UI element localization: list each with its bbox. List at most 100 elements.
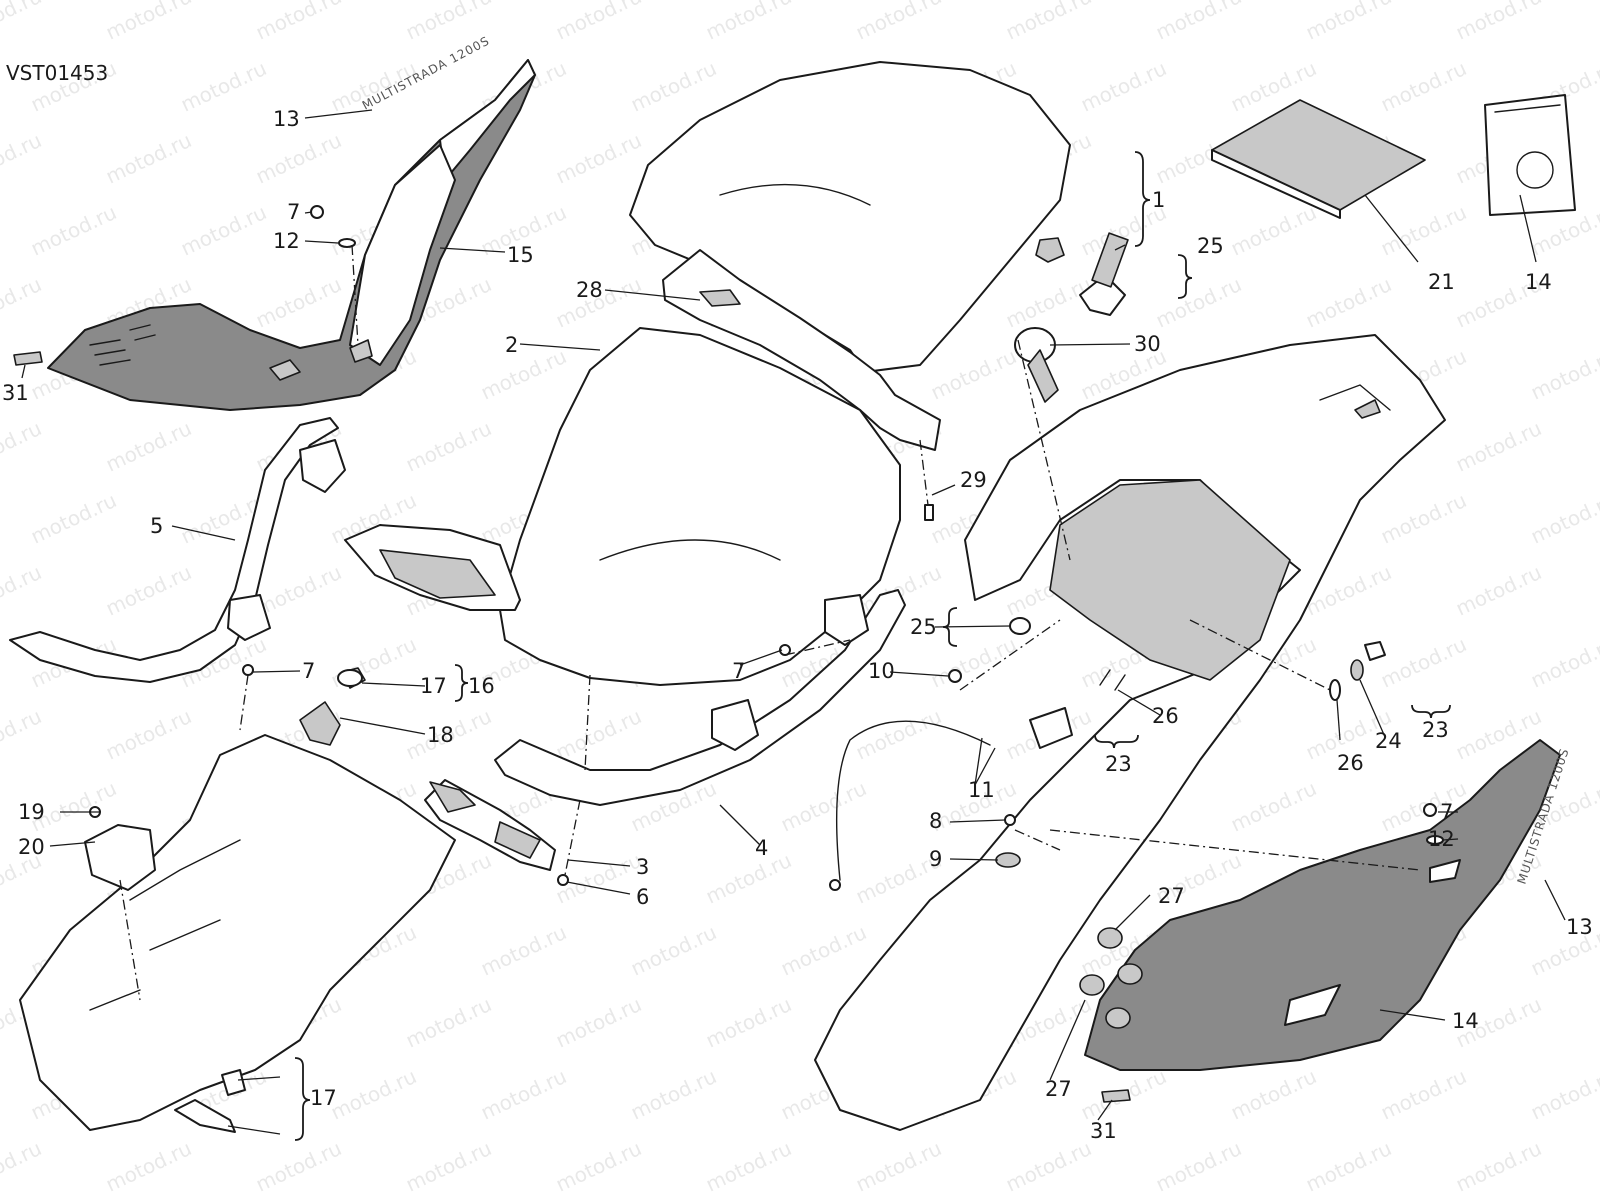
- callout-c7d: 7: [1440, 800, 1453, 824]
- callout-c8: 8: [929, 809, 942, 833]
- watermark-text: motod.ru: [102, 128, 195, 189]
- watermark-text: motod.ru: [552, 992, 645, 1053]
- watermark-text: motod.ru: [0, 416, 45, 477]
- fastener-23: [1364, 641, 1386, 661]
- watermark-text: motod.ru: [1227, 1064, 1320, 1125]
- part-31-plate-left: [13, 351, 43, 366]
- watermark-text: motod.ru: [477, 920, 570, 981]
- part-16-document-bag: [1484, 94, 1576, 216]
- callout-c18: 17: [420, 674, 447, 698]
- tail-body-frame: [814, 334, 1446, 1131]
- fasteners: [242, 205, 1444, 886]
- callout-c11: 11: [968, 778, 995, 802]
- watermark-text: motod.ru: [1077, 56, 1170, 117]
- callout-c26b: 26: [1337, 751, 1364, 775]
- callout-c28: 28: [576, 278, 603, 302]
- watermark-text: motod.ru: [1152, 1136, 1245, 1197]
- watermark-text: motod.ru: [27, 200, 120, 261]
- fastener-24: [1350, 659, 1364, 681]
- callout-c25b: 25: [910, 615, 937, 639]
- assembly-lines: [119, 244, 1421, 1001]
- fastener-18: [337, 669, 363, 687]
- watermark-text: motod.ru: [852, 704, 945, 765]
- fastener-7-b: [242, 664, 254, 676]
- watermark-text: motod.ru: [1002, 0, 1095, 45]
- watermark-text: motod.ru: [702, 848, 795, 909]
- watermark-text: motod.ru: [1002, 1136, 1095, 1197]
- watermark-text: motod.ru: [627, 56, 720, 117]
- leader-lines: [21, 109, 1566, 1135]
- watermark-text: motod.ru: [327, 1064, 420, 1125]
- fastener-26-right: [1329, 679, 1341, 701]
- part-28-seat-base: [662, 249, 941, 451]
- watermark-text: motod.ru: [102, 560, 195, 621]
- watermark-text: motod.ru: [1227, 776, 1320, 837]
- watermark-text: motod.ru: [702, 1136, 795, 1197]
- seat-front-piece: [344, 524, 521, 611]
- watermark-text: motod.ru: [252, 1136, 345, 1197]
- watermark-text: motod.ru: [1452, 560, 1545, 621]
- watermark-text: motod.ru: [1377, 1064, 1470, 1125]
- watermark-text: motod.ru: [27, 488, 120, 549]
- watermark-text: motod.ru: [852, 1136, 945, 1197]
- watermark-text: motod.ru: [0, 1136, 45, 1197]
- watermark-text: motod.ru: [552, 1136, 645, 1197]
- watermark-text: motod.ru: [252, 272, 345, 333]
- watermark-text: motod.ru: [1302, 1136, 1395, 1197]
- fastener-6: [557, 874, 569, 886]
- callout-c25a: 25: [1197, 234, 1224, 258]
- watermark-text: motod.ru: [0, 128, 45, 189]
- part-14-side-panel-right: [1084, 739, 1561, 1071]
- part-5-grab-rail-left: [9, 417, 346, 683]
- watermark-text: motod.ru: [0, 272, 45, 333]
- watermark-text: motod.ru: [102, 0, 195, 45]
- part-31-plate-right: [1101, 1089, 1131, 1103]
- part-20-21-bracket: [84, 806, 156, 891]
- callout-labels: 13 7 12 15 31 5 7 17 16 18 19 20 17 2 28…: [2, 107, 1593, 1143]
- watermark-text: motod.ru: [852, 0, 945, 45]
- callout-c31b: 31: [1090, 1119, 1117, 1143]
- watermark-text: motod.ru: [1527, 488, 1600, 549]
- watermark-text: motod.ru: [1152, 0, 1245, 45]
- part-15-side-panel-left: [47, 59, 536, 411]
- callout-c15: 15: [507, 243, 534, 267]
- part-4-grab-rail-right: [494, 589, 906, 806]
- watermark-text: motod.ru: [1152, 272, 1245, 333]
- watermark-text: motod.ru: [552, 128, 645, 189]
- watermark-text: motod.ru: [927, 344, 1020, 405]
- part-25-lock-cylinder-upper: [1079, 232, 1129, 316]
- watermark-text: motod.ru: [0, 560, 45, 621]
- callout-c29: 29: [960, 468, 987, 492]
- watermark-text: motod.ru: [102, 416, 195, 477]
- watermark-text: motod.ru: [702, 992, 795, 1053]
- callout-c23a: 23: [1105, 752, 1132, 776]
- watermark-text: motod.ru: [252, 0, 345, 45]
- watermark-text: motod.ru: [552, 704, 645, 765]
- part-3-bracket: [424, 779, 556, 871]
- watermark-text: motod.ru: [1002, 272, 1095, 333]
- callout-c2: 2: [505, 333, 518, 357]
- fastener-25-lower: [1009, 617, 1031, 635]
- part-27-grommets: [1079, 927, 1143, 1029]
- part-under-tray: [19, 667, 456, 1131]
- watermark-text: motod.ru: [0, 0, 45, 45]
- watermark-text: motod.ru: [1227, 200, 1320, 261]
- part-29-screw: [924, 504, 934, 521]
- callout-c23b: 23: [1422, 718, 1449, 742]
- callout-c17a: 16: [468, 674, 495, 698]
- watermark-text: motod.ru: [1452, 1136, 1545, 1197]
- fastener-7-a: [310, 205, 324, 219]
- watermark-text: motod.ru: [702, 0, 795, 45]
- fastener-12-a: [338, 238, 356, 248]
- part-17-lock-key: [174, 1069, 246, 1133]
- fastener-7-d: [1423, 803, 1437, 817]
- watermark-text: motod.ru: [102, 704, 195, 765]
- watermark-text: motod.ru: [0, 704, 45, 765]
- callout-c13b: 13: [1566, 915, 1593, 939]
- watermark-text: motod.ru: [1377, 200, 1470, 261]
- watermark-text: motod.ru: [1527, 1064, 1600, 1125]
- callout-c13a: 13: [273, 107, 300, 131]
- callout-c12a: 12: [273, 229, 300, 253]
- watermark-text: motod.ru: [627, 1064, 720, 1125]
- watermark-text: motod.ru: [1377, 56, 1470, 117]
